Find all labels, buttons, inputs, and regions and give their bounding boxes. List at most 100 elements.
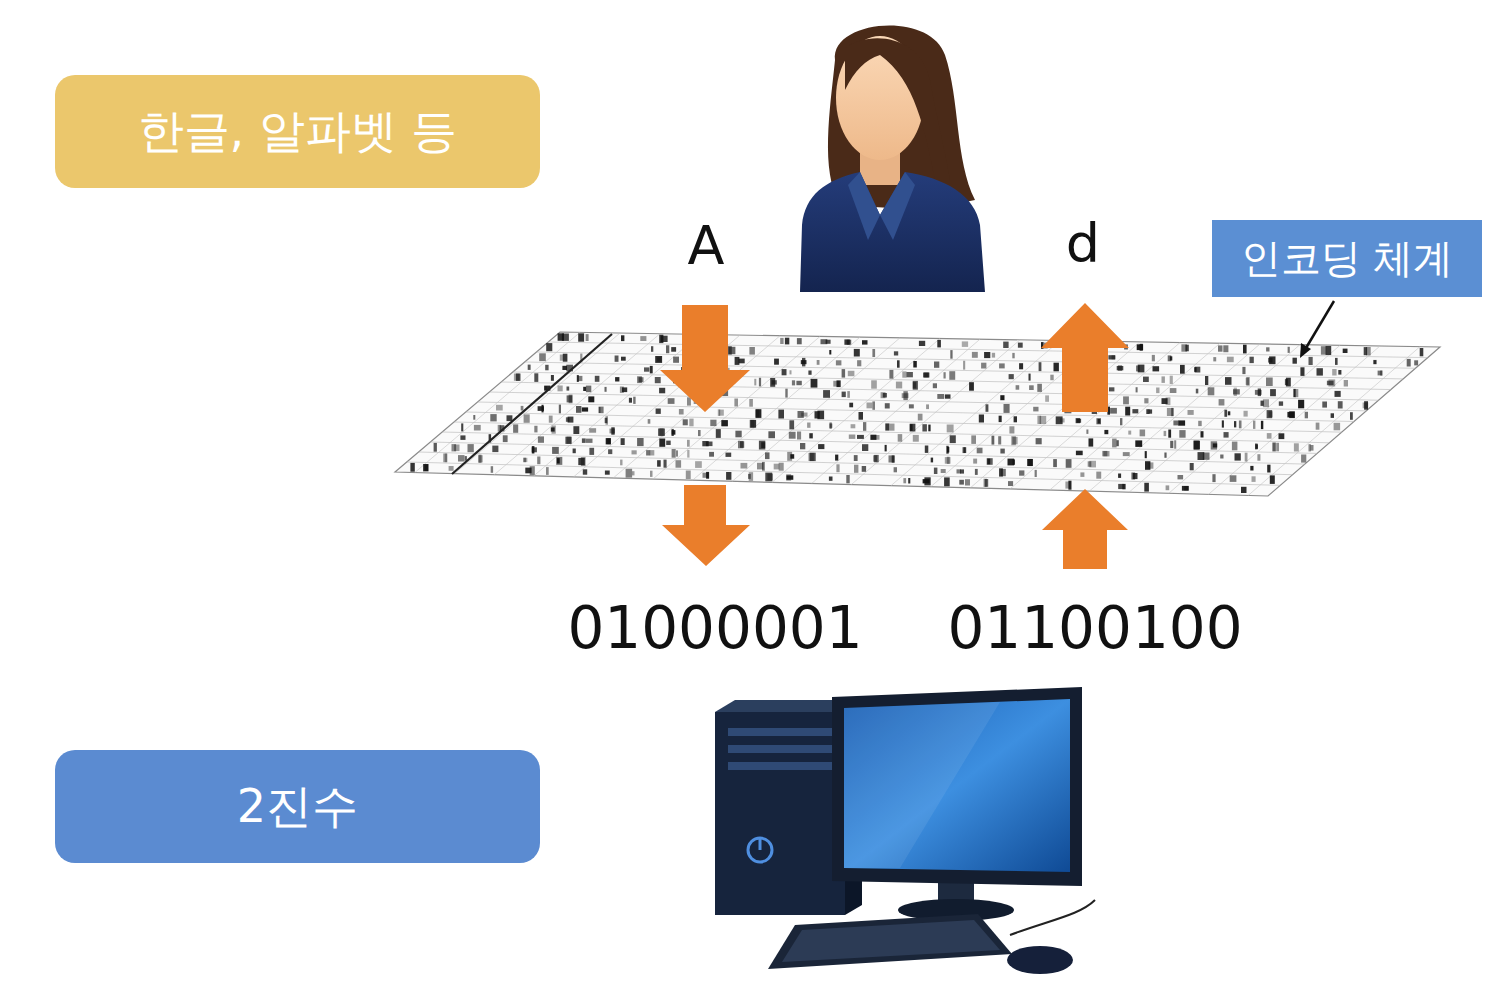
table-char [1089,438,1094,446]
table-char [1164,453,1166,458]
table-char [926,404,929,409]
up-arrow [1041,303,1129,412]
table-char [668,398,675,404]
table-char [1222,420,1224,427]
table-char [1286,378,1291,387]
table-char [706,442,713,447]
table-char [947,447,949,453]
table-char [716,429,721,438]
table-char [1332,369,1336,376]
table-char [913,381,918,390]
table-char [913,382,917,388]
drive-bay [728,728,832,736]
table-char [673,357,679,363]
table-char [1195,367,1201,373]
table-char [1338,401,1343,408]
screen-glare [844,702,1000,868]
monitor-bezel [832,687,1082,886]
table-char [807,423,810,428]
table-char [950,435,956,443]
table-sheet [395,332,1440,496]
table-char [722,420,728,426]
table-char [1060,418,1065,422]
table-char [1380,371,1382,376]
table-char [738,441,743,448]
table-char [759,441,765,450]
table-char [650,450,655,455]
table-char [710,420,716,426]
grid-line [851,340,1020,485]
table-char [931,458,933,463]
box-text: 한글, 알파벳 등 [138,101,458,163]
table-char [478,455,482,462]
table-char [937,394,944,399]
table-char [1039,362,1042,371]
table-char [586,439,593,443]
table-char [972,352,978,358]
table-char [655,377,661,383]
table-char [1174,440,1176,448]
table-char [1178,475,1184,479]
table-char [1317,368,1323,375]
table-char [637,376,642,383]
table-char [846,475,849,483]
table-char [778,410,784,419]
table-char [586,334,589,341]
table-char [862,444,868,451]
table-char [1272,443,1275,452]
table-char [924,477,930,485]
table-char [941,469,946,473]
table-char [1153,366,1160,371]
table-char [650,471,653,477]
lapel [848,172,880,240]
table-char [1152,355,1155,361]
table-char [1035,470,1037,477]
table-char [424,464,428,471]
table-char [549,416,553,423]
table-char [862,340,868,344]
table-char [637,438,644,446]
table-char [734,399,738,407]
table-char [664,460,667,468]
table-char [1000,449,1004,454]
table-char [924,373,929,378]
table-char [1363,403,1369,409]
table-char [666,345,669,353]
table-char [790,370,792,374]
table-char [721,420,727,426]
table-char [741,463,748,469]
table-char [1118,474,1121,478]
table-char [1182,486,1189,491]
table-char [1253,421,1255,429]
table-char [1245,453,1248,462]
table-char [826,340,831,344]
box-text: 인코딩 체계 [1241,231,1454,286]
table-char [801,360,807,364]
table-char [797,432,801,440]
person-figure [800,25,985,292]
power-button [748,838,772,862]
table-char [1194,441,1200,450]
table-char [608,449,612,454]
table-char [1019,470,1024,475]
table-char [582,438,586,443]
table-char [573,426,579,434]
category-box: 2진수 [55,750,540,863]
table-char [786,474,791,481]
table-char [1243,345,1247,354]
table-char [530,466,535,475]
table-char [937,340,941,348]
table-char [683,419,688,425]
table-char [551,375,554,381]
table-char [1136,366,1140,372]
table-char [621,357,626,361]
table-char [651,346,653,352]
table-char [410,463,414,472]
table-char [1027,459,1033,466]
table-char [632,450,637,454]
table-char [1252,476,1256,482]
table-char [578,458,585,465]
table-char [1279,401,1283,405]
table-char [829,350,831,355]
grid-line [812,339,980,483]
